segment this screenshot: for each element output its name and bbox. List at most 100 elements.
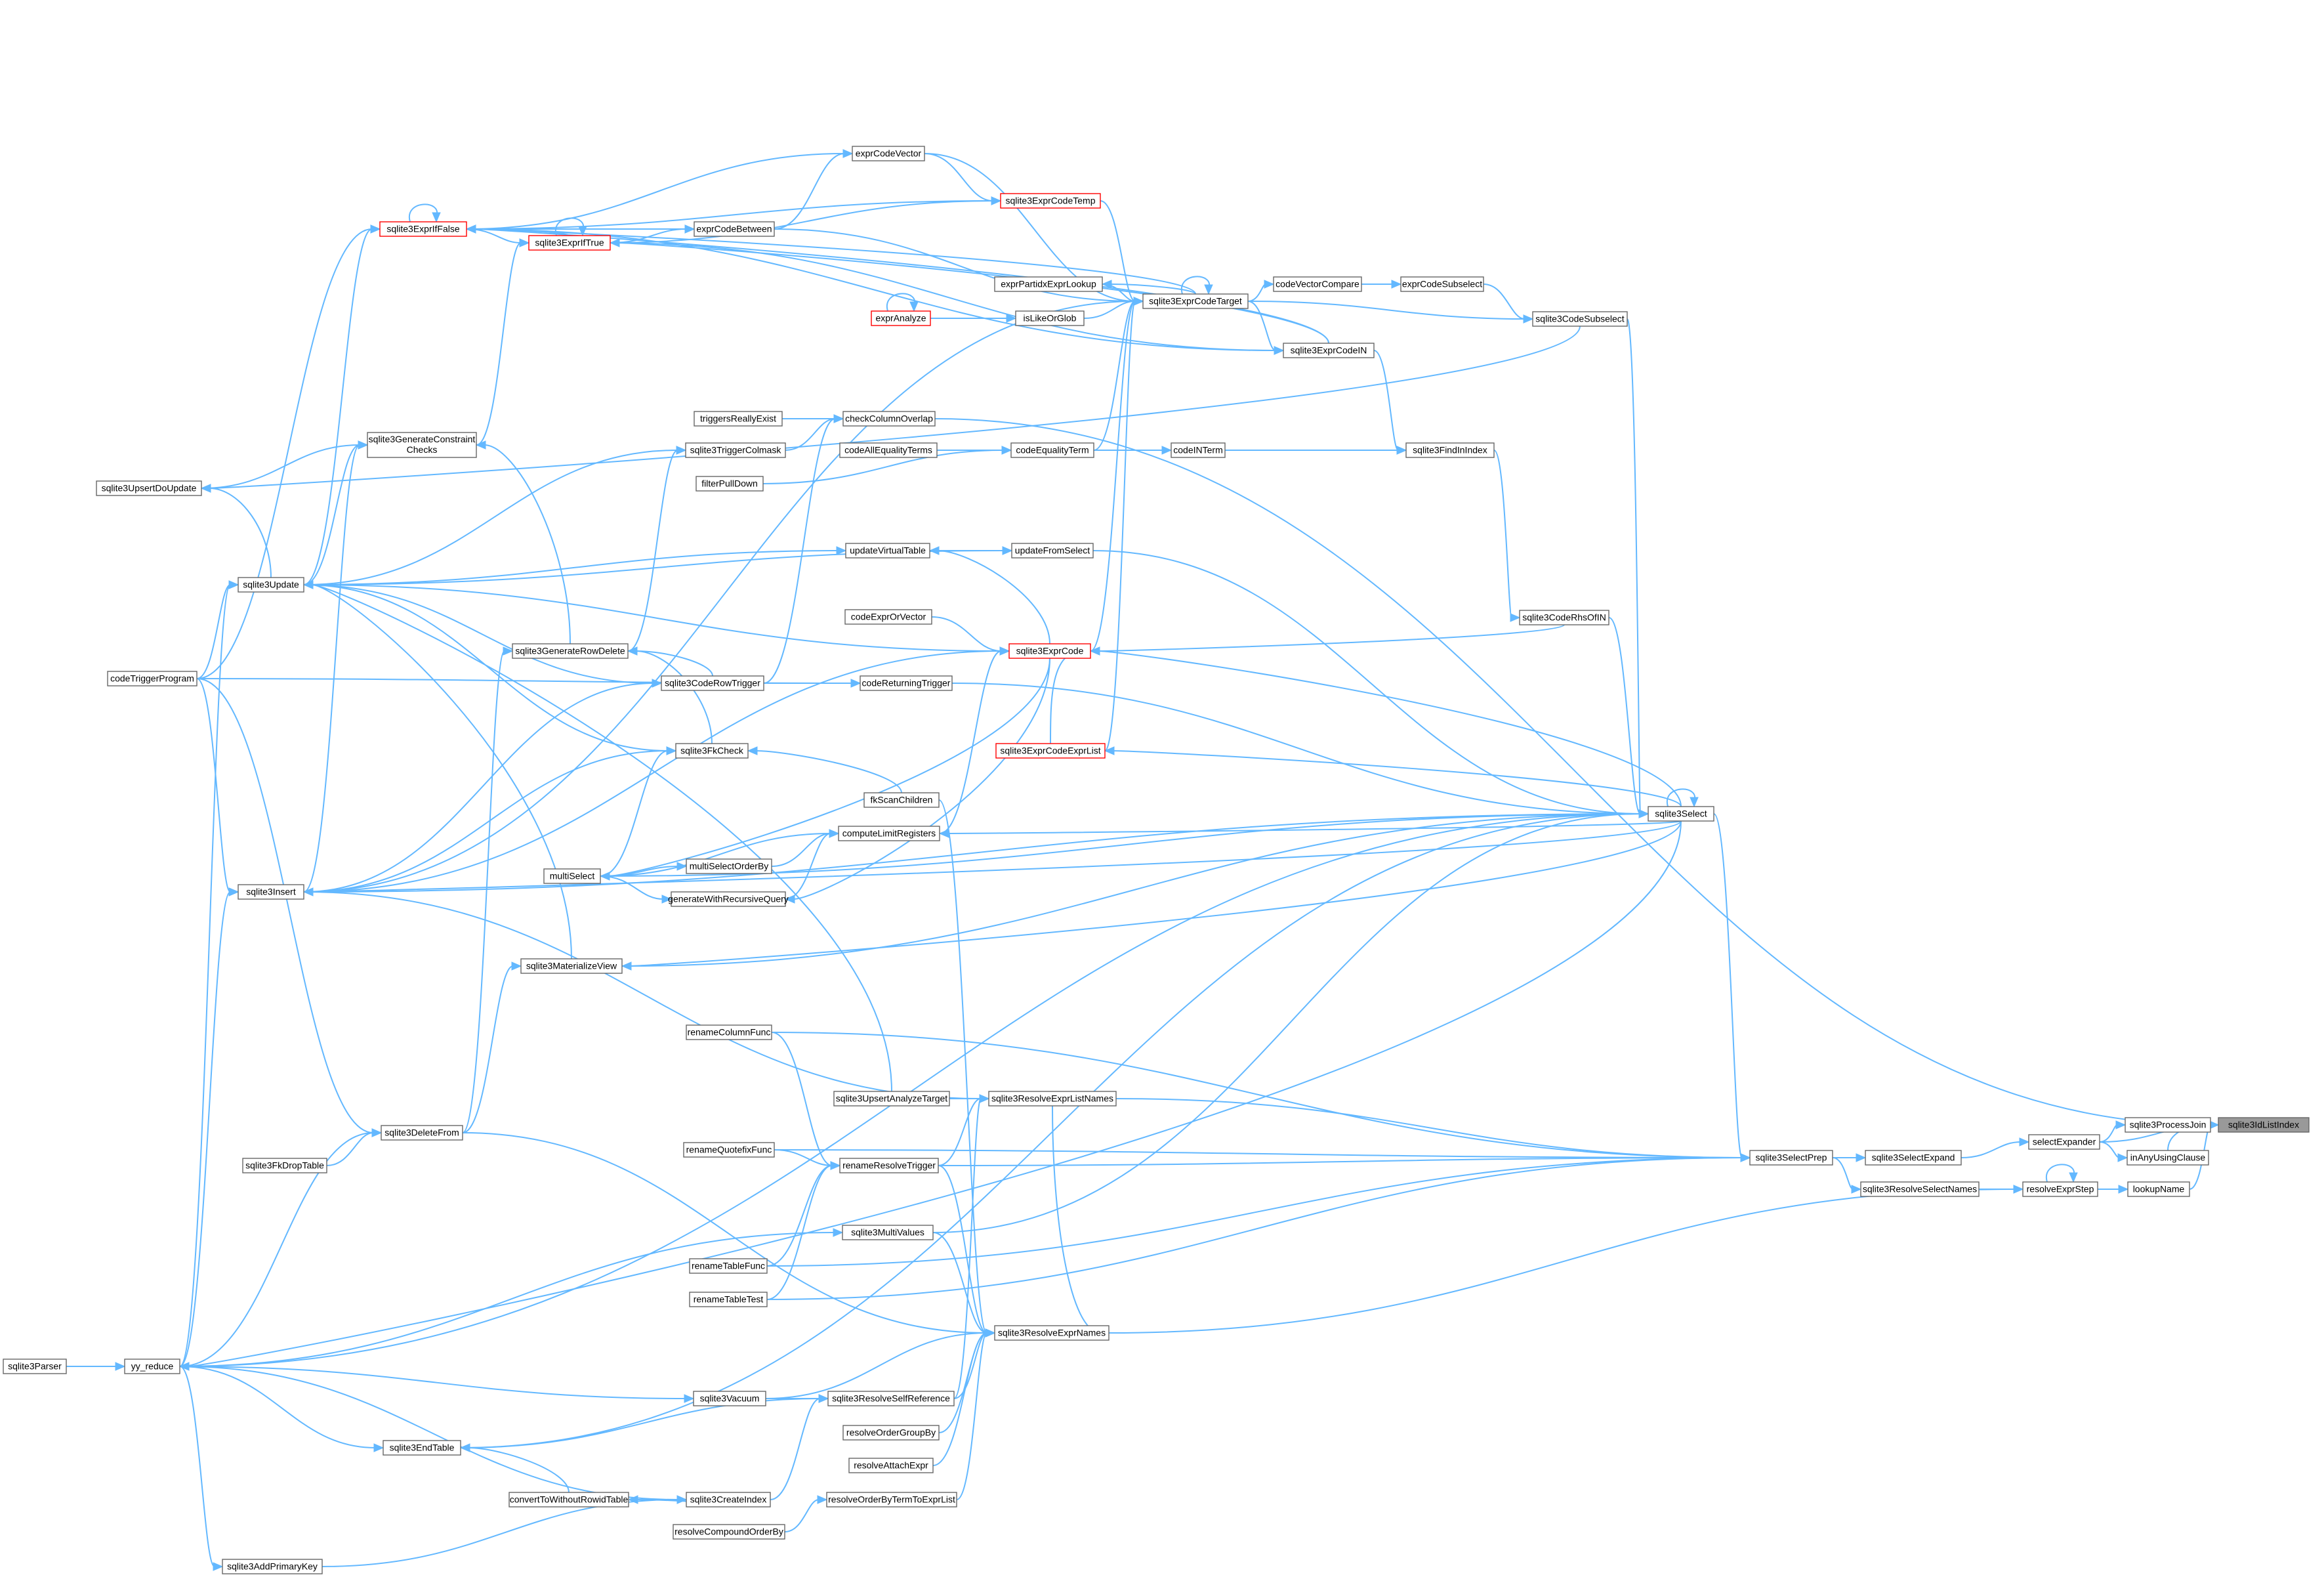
node-sqlite3-code-subselect[interactable]: sqlite3CodeSubselect: [1532, 311, 1628, 327]
node-check-column-overlap[interactable]: checkColumnOverlap: [842, 411, 936, 427]
node-compute-limit-registers[interactable]: computeLimitRegisters: [838, 826, 940, 841]
node-update-from-select[interactable]: updateFromSelect: [1011, 543, 1094, 559]
node-code-trigger-program[interactable]: codeTriggerProgram: [107, 671, 197, 686]
node-sqlite3-select[interactable]: sqlite3Select: [1648, 806, 1714, 822]
node-select-expander[interactable]: selectExpander: [2028, 1134, 2100, 1150]
node-code-vector-compare[interactable]: codeVectorCompare: [1273, 276, 1362, 292]
edge-line: [938, 1165, 987, 1334]
node-multi-select-order-by[interactable]: multiSelectOrderBy: [686, 858, 772, 874]
node-sqlite3-id-list-index[interactable]: sqlite3IdListIndex: [2218, 1117, 2310, 1133]
node-label: updateVirtualTable: [850, 545, 926, 556]
node-box: [994, 1325, 1110, 1341]
edge-sqlite3-update-to-update-virtual-table: [303, 546, 847, 585]
node-sqlite3-trigger-colmask[interactable]: sqlite3TriggerColmask: [685, 442, 786, 458]
node-sqlite3-expr-code-expr-list[interactable]: sqlite3ExprCodeExprList: [995, 743, 1106, 759]
node-multi-select[interactable]: multiSelect: [543, 868, 601, 884]
arrowhead: [979, 1094, 990, 1103]
node-sqlite3-upsert-do-update[interactable]: sqlite3UpsertDoUpdate: [96, 480, 202, 496]
edge-line: [303, 650, 1002, 893]
arrowhead: [178, 1362, 190, 1371]
edge-line: [179, 813, 1641, 1367]
node-yy-reduce[interactable]: yy_reduce: [124, 1359, 180, 1374]
node-rename-table-func[interactable]: renameTableFunc: [689, 1258, 768, 1274]
node-in-any-using-clause[interactable]: inAnyUsingClause: [2127, 1150, 2209, 1166]
node-sqlite3-resolve-expr-list-names[interactable]: sqlite3ResolveExprListNames: [988, 1091, 1117, 1107]
node-code-all-equality-terms[interactable]: codeAllEqualityTerms: [839, 442, 938, 458]
node-sqlite3-find-in-index[interactable]: sqlite3FindInIndex: [1405, 442, 1495, 458]
node-sqlite3-upsert-analyze-target[interactable]: sqlite3UpsertAnalyzeTarget: [833, 1091, 950, 1107]
node-sqlite3-add-primary-key[interactable]: sqlite3AddPrimaryKey: [222, 1559, 323, 1574]
node-sqlite3-materialize-view[interactable]: sqlite3MaterializeView: [520, 958, 623, 974]
node-expr-analyze[interactable]: exprAnalyze: [871, 310, 931, 326]
node-sqlite3-expr-if-false[interactable]: sqlite3ExprIfFalse: [379, 221, 467, 237]
node-filter-pull-down[interactable]: filterPullDown: [695, 476, 764, 492]
node-expr-code-vector[interactable]: exprCodeVector: [852, 146, 925, 161]
node-sqlite3-parser[interactable]: sqlite3Parser: [3, 1359, 67, 1374]
edge-line: [766, 1157, 1743, 1267]
node-code-interm[interactable]: codeINTerm: [1171, 442, 1226, 458]
node-expr-code-between[interactable]: exprCodeBetween: [694, 221, 775, 237]
node-label: sqlite3CodeRowTrigger: [665, 678, 760, 688]
node-sqlite3-resolve-self-reference[interactable]: sqlite3ResolveSelfReference: [827, 1391, 955, 1406]
node-sqlite3-fk-drop-table[interactable]: sqlite3FkDropTable: [242, 1158, 327, 1173]
node-label: sqlite3ResolveSelectNames: [1863, 1184, 1977, 1194]
node-rename-table-test[interactable]: renameTableTest: [689, 1292, 768, 1307]
node-sqlite3-generate-row-delete[interactable]: sqlite3GenerateRowDelete: [512, 643, 629, 659]
node-box: [381, 1125, 463, 1141]
node-code-equality-term[interactable]: codeEqualityTerm: [1010, 442, 1094, 458]
node-box: [694, 221, 775, 237]
node-convert-to-without-rowid-table[interactable]: convertToWithoutRowidTable: [508, 1492, 629, 1507]
node-resolve-order-group-by[interactable]: resolveOrderGroupBy: [842, 1425, 940, 1441]
node-resolve-attach-expr[interactable]: resolveAttachExpr: [848, 1458, 934, 1473]
node-resolve-order-by-term-to-expr-list[interactable]: resolveOrderByTermToExprList: [826, 1492, 957, 1507]
node-label: renameColumnFunc: [688, 1027, 771, 1038]
node-sqlite3-expr-code-target[interactable]: sqlite3ExprCodeTarget: [1142, 293, 1249, 309]
node-box: [1749, 1150, 1833, 1166]
node-is-like-or-glob[interactable]: isLikeOrGlob: [1015, 310, 1085, 326]
node-sqlite3-fk-check[interactable]: sqlite3FkCheck: [675, 743, 749, 759]
node-sqlite3-update[interactable]: sqlite3Update: [238, 577, 304, 593]
node-resolve-compound-order-by[interactable]: resolveCompoundOrderBy: [673, 1524, 785, 1540]
node-sqlite3-vacuum[interactable]: sqlite3Vacuum: [693, 1391, 766, 1406]
arrowhead: [599, 872, 610, 881]
node-fk-scan-children[interactable]: fkScanChildren: [863, 792, 940, 808]
node-expr-partidx-expr-lookup[interactable]: exprPartidxExprLookup: [994, 276, 1103, 292]
node-sqlite3-end-table[interactable]: sqlite3EndTable: [383, 1440, 461, 1456]
node-generate-with-recursive-query[interactable]: generateWithRecursiveQuery: [668, 891, 789, 907]
node-box: [848, 1458, 934, 1473]
node-update-virtual-table[interactable]: updateVirtualTable: [845, 543, 930, 559]
node-sqlite3-select-expand[interactable]: sqlite3SelectExpand: [1865, 1150, 1962, 1166]
edge-line: [303, 450, 678, 585]
node-sqlite3-select-prep[interactable]: sqlite3SelectPrep: [1749, 1150, 1833, 1166]
node-code-expr-or-vector[interactable]: codeExprOrVector: [844, 609, 932, 625]
edge-sqlite3-insert-to-sqlite3-fk-check: [303, 746, 677, 893]
node-rename-resolve-trigger[interactable]: renameResolveTrigger: [839, 1158, 939, 1173]
arrowhead: [475, 440, 486, 450]
node-lookup-name[interactable]: lookupName: [2127, 1181, 2190, 1197]
node-expr-code-subselect[interactable]: exprCodeSubselect: [1400, 276, 1484, 292]
node-sqlite3-multi-values[interactable]: sqlite3MultiValues: [842, 1225, 934, 1240]
node-rename-column-func[interactable]: renameColumnFunc: [686, 1024, 772, 1040]
edge-line: [1100, 200, 1136, 302]
node-sqlite3-delete-from[interactable]: sqlite3DeleteFrom: [381, 1125, 463, 1141]
edge-sqlite3-insert-to-sqlite3-expr-code: [303, 646, 1010, 893]
node-sqlite3-expr-code-in[interactable]: sqlite3ExprCodeIN: [1283, 343, 1375, 358]
node-resolve-expr-step[interactable]: resolveExprStep: [2022, 1181, 2098, 1197]
node-label: sqlite3Vacuum: [700, 1393, 760, 1404]
node-sqlite3-expr-code[interactable]: sqlite3ExprCode: [1008, 643, 1091, 659]
node-sqlite3-create-index[interactable]: sqlite3CreateIndex: [686, 1492, 771, 1507]
node-triggers-really-exist[interactable]: triggersReallyExist: [694, 411, 783, 427]
node-code-returning-trigger[interactable]: codeReturningTrigger: [860, 675, 953, 691]
node-sqlite3-process-join[interactable]: sqlite3ProcessJoin: [2125, 1117, 2211, 1133]
node-box: [863, 792, 940, 808]
node-sqlite3-insert[interactable]: sqlite3Insert: [238, 884, 304, 900]
node-sqlite3-code-rhs-of-in[interactable]: sqlite3CodeRhsOfIN: [1519, 610, 1609, 625]
node-sqlite3-expr-if-true[interactable]: sqlite3ExprIfTrue: [528, 235, 611, 251]
node-sqlite3-resolve-expr-names[interactable]: sqlite3ResolveExprNames: [994, 1325, 1110, 1341]
node-rename-quotefix-func[interactable]: renameQuotefixFunc: [683, 1142, 775, 1158]
node-sqlite3-expr-code-temp[interactable]: sqlite3ExprCodeTemp: [1000, 193, 1101, 209]
node-sqlite3-resolve-select-names[interactable]: sqlite3ResolveSelectNames: [1860, 1181, 1980, 1197]
node-sqlite3-code-row-trigger[interactable]: sqlite3CodeRowTrigger: [661, 675, 764, 691]
edge-line: [311, 584, 892, 1092]
